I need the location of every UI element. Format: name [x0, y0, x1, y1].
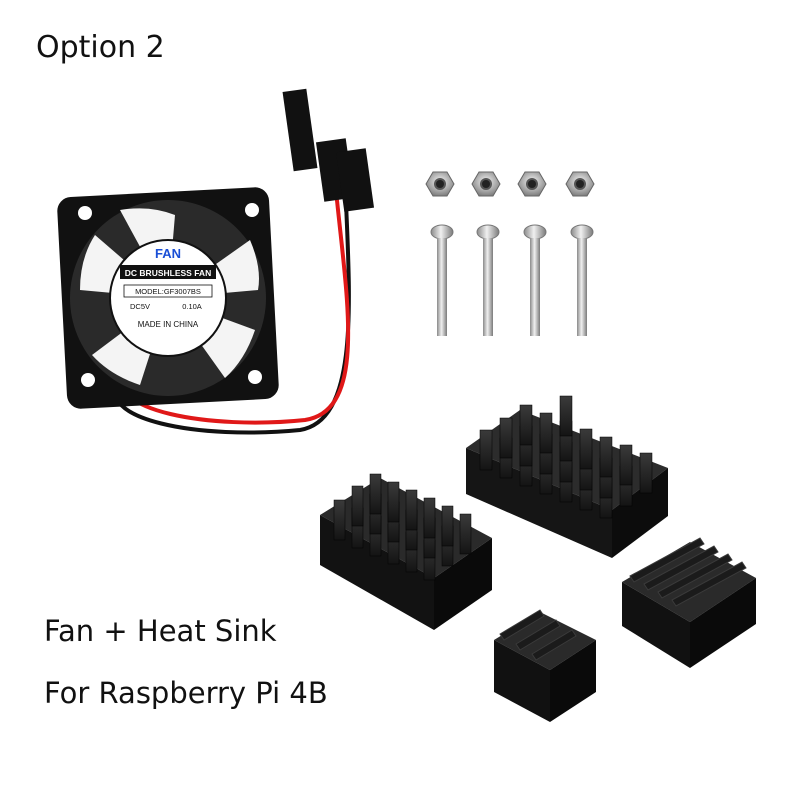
fan-type: DC BRUSHLESS FAN [125, 268, 211, 278]
heatsink-finned [622, 537, 756, 668]
heatsink-medium [320, 473, 492, 630]
nut [517, 171, 547, 197]
fan-type-band [120, 265, 216, 279]
fan [57, 187, 279, 409]
heatsink-small [494, 609, 596, 722]
product-subtitle: For Raspberry Pi 4B [44, 676, 328, 710]
fan-current: 0.10A [182, 302, 202, 311]
option-label: Option 2 [36, 30, 165, 65]
nuts [425, 171, 595, 197]
screw [430, 224, 454, 336]
screw [523, 224, 547, 336]
screw [476, 224, 500, 336]
heatsink-large [466, 395, 668, 558]
fan-voltage: DC5V [130, 302, 150, 311]
nut [565, 171, 595, 197]
nut [425, 171, 455, 197]
fan-origin: MADE IN CHINA [138, 320, 199, 329]
screw [570, 224, 594, 336]
dupont-connector [282, 88, 375, 212]
screws [430, 224, 594, 336]
fan-model: MODEL:GF3007BS [135, 287, 201, 296]
fan-brand: FAN [155, 246, 181, 261]
nut [471, 171, 501, 197]
product-title: Fan + Heat Sink [44, 614, 277, 648]
